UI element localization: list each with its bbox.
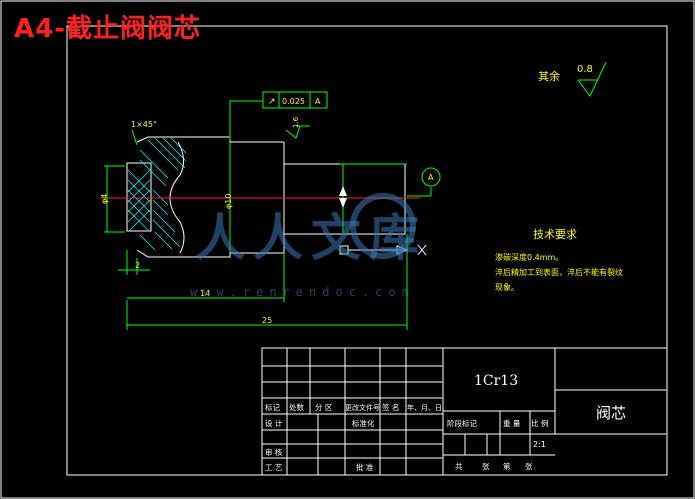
tech-req-line-3: 现象。	[495, 282, 519, 292]
label-process: 工 艺	[265, 463, 282, 472]
dim-len-25: 25	[262, 316, 272, 325]
annotations: 其余 0.8 ↗ 0.025 A 1.6 1×45° A φ4 φ10 2 14…	[100, 64, 626, 472]
roughness-value: 0.8	[577, 64, 593, 75]
scale-value: 2:1	[533, 440, 546, 449]
chamfer-label: 1×45°	[131, 120, 157, 129]
label-sheet-no: 第	[503, 461, 511, 471]
tech-req-line-1: 渗碳深度0.4mm。	[495, 252, 563, 262]
label-zone: 分 区	[315, 403, 333, 412]
tolerance-datum: A	[315, 97, 321, 106]
roughness-label: 其余	[538, 69, 560, 83]
left-section	[126, 162, 152, 232]
label-sheet: 张	[525, 462, 533, 471]
datum-label: A	[428, 173, 434, 182]
tech-req-heading: 技术要求	[533, 228, 577, 241]
label-date: 年、月、日	[407, 403, 442, 412]
tolerance-value: 0.025	[282, 97, 305, 106]
dimension-arrows	[339, 186, 347, 208]
title-block-grid	[261, 347, 668, 476]
dim-len-2: 2	[135, 261, 140, 270]
label-total: 共	[455, 462, 463, 471]
label-sheets: 张	[482, 462, 490, 471]
page-title: A4-截止阀阀芯	[14, 14, 202, 44]
dim-len-14: 14	[200, 289, 210, 298]
dim-dia-left: φ4	[100, 194, 109, 204]
dim-dia-mid: φ10	[224, 194, 233, 209]
part-name: 阀芯	[596, 404, 626, 422]
label-review: 审 核	[265, 447, 283, 457]
material-label: 1Cr13	[474, 373, 518, 389]
watermark-text: 人人文库	[195, 209, 427, 267]
label-sign: 签 名	[382, 402, 399, 412]
label-standardize: 标准化	[352, 418, 375, 428]
label-stage: 阶段标记	[447, 418, 477, 428]
surface-finish-value: 1.6	[292, 116, 300, 128]
label-marks: 标记	[265, 402, 280, 412]
label-design: 设 计	[265, 418, 283, 428]
label-weight: 重 量	[503, 419, 521, 428]
datum-circle	[421, 167, 441, 187]
tech-req-line-2: 淬后精加工到表面，淬后不能有裂纹	[495, 267, 623, 277]
label-scale: 比 例	[531, 418, 548, 428]
label-approve: 批 准	[356, 462, 374, 472]
watermark-url: www.renrendoc.com	[190, 285, 415, 299]
watermark-logo-icon	[350, 193, 416, 259]
label-count: 处数	[289, 402, 304, 412]
label-doc-no: 更改文件号	[345, 403, 380, 412]
section-hatch	[127, 137, 187, 251]
dimension-lines	[104, 61, 607, 330]
tolerance-symbol: ↗	[268, 97, 276, 107]
